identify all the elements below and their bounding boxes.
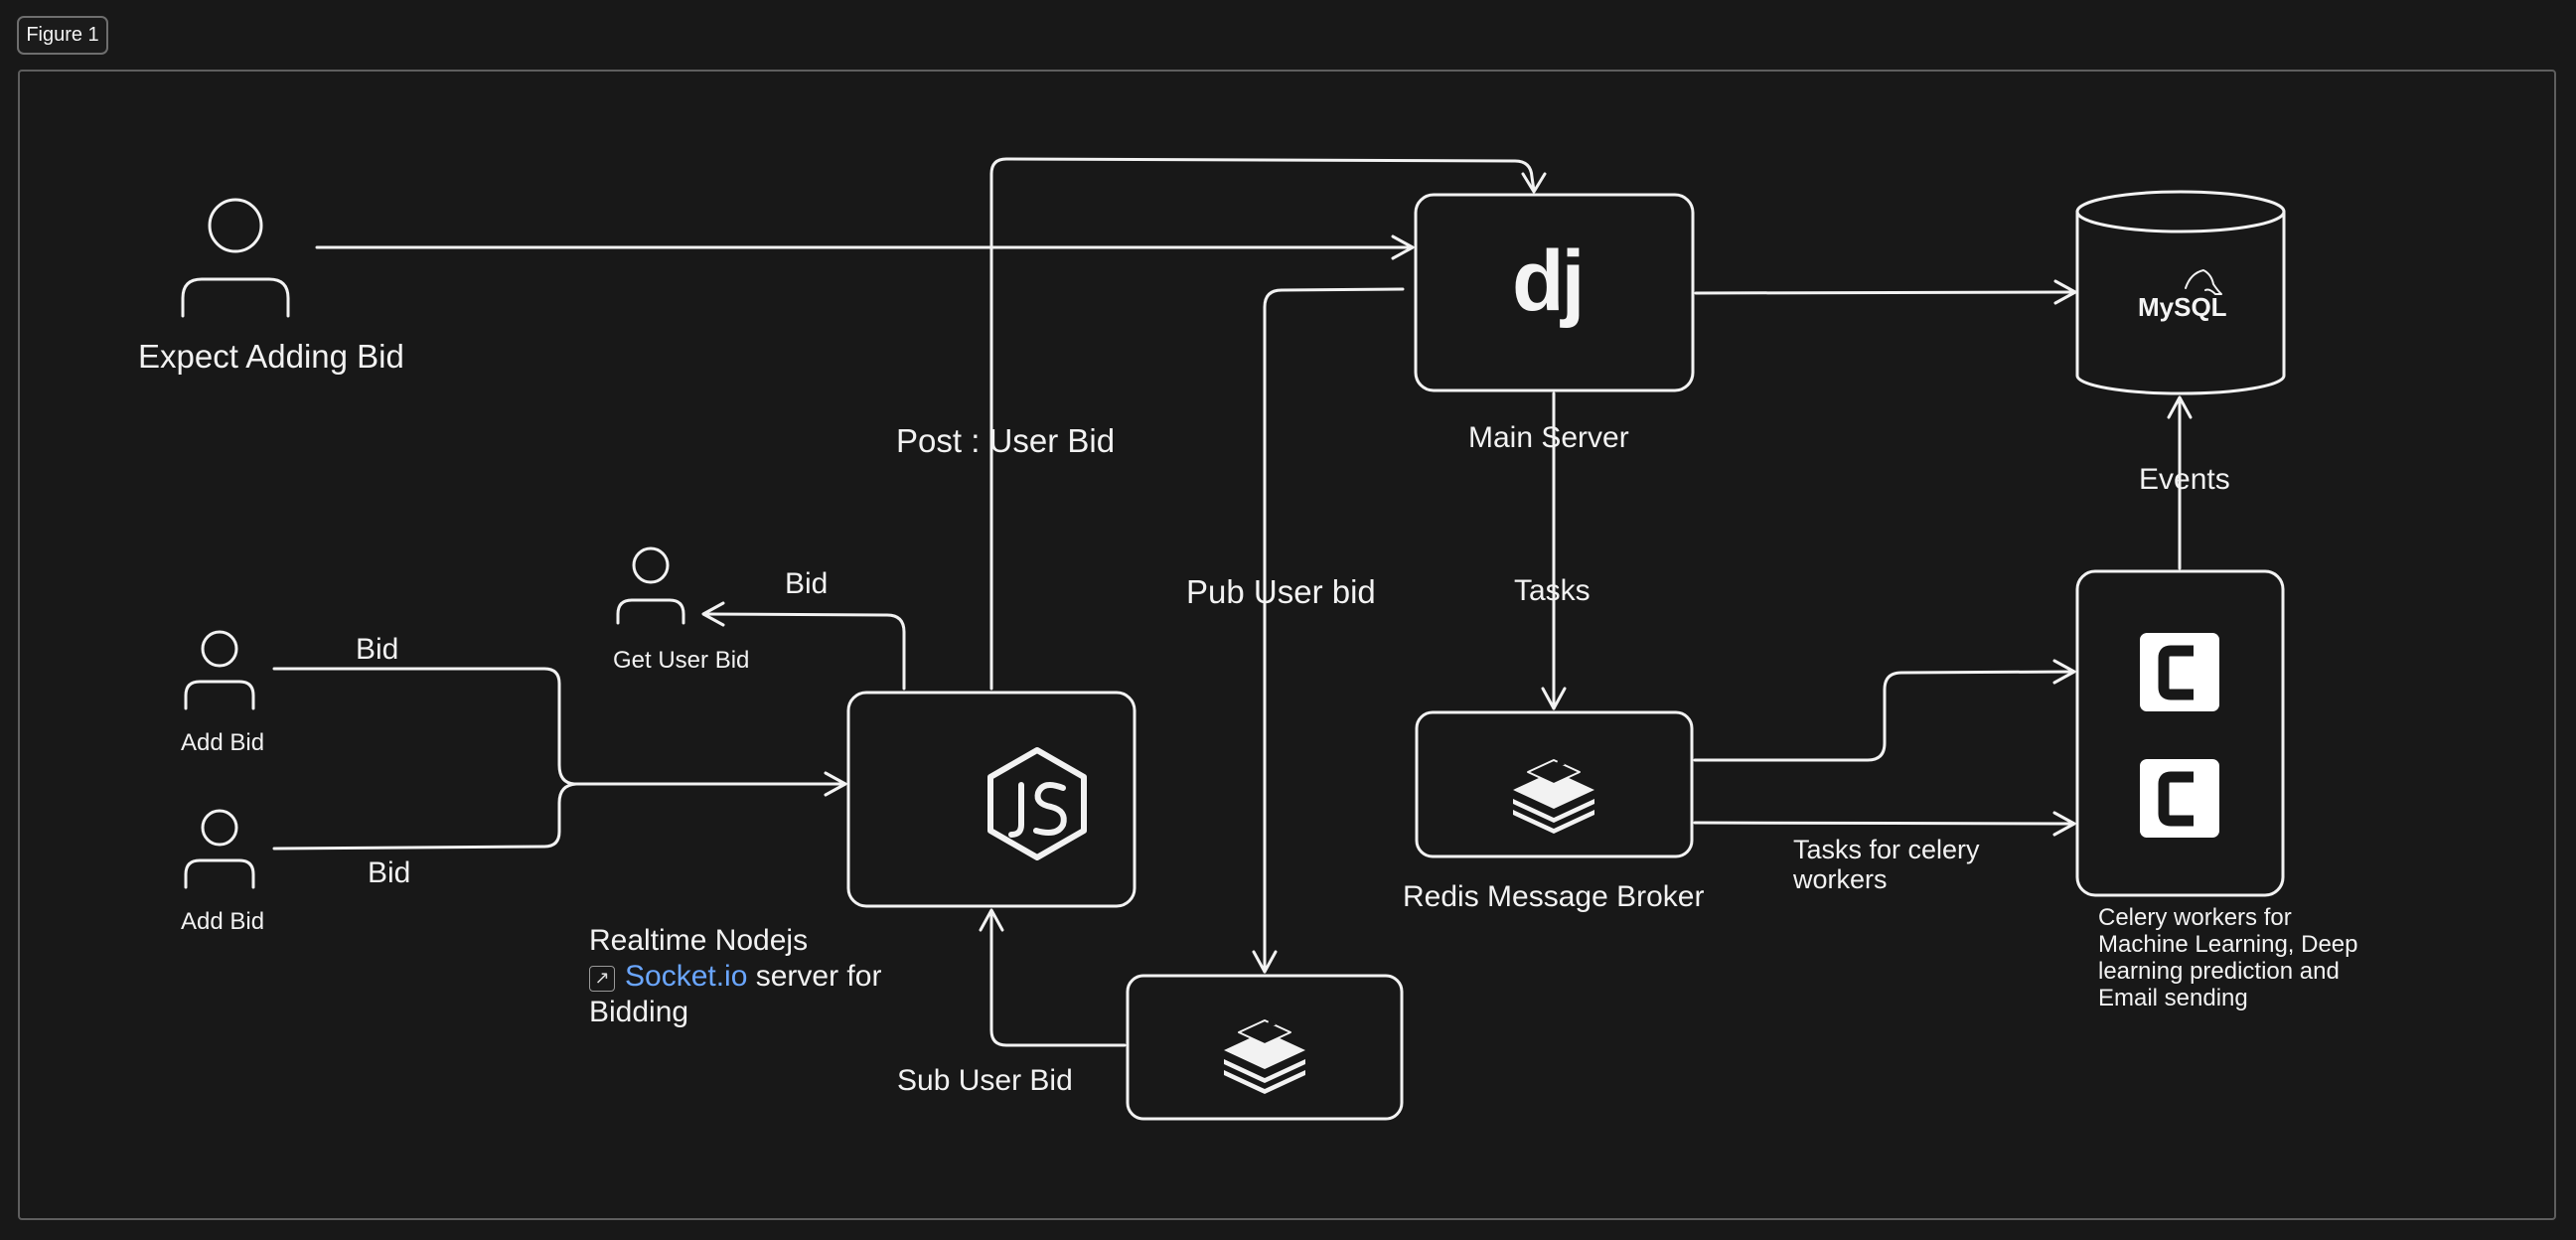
- socket-io-link[interactable]: Socket.io: [625, 960, 748, 993]
- redis-logo-icon: [1513, 757, 1594, 834]
- redis-broker-box: [1415, 710, 1694, 858]
- mysql-logo-icon: MySQL: [2138, 292, 2227, 322]
- nodejs-logo-icon: [987, 747, 1087, 860]
- arrow-post-user-bid: [989, 157, 1547, 691]
- arrow-django-to-mysql: [1694, 279, 2077, 305]
- label-redis-message-broker: Redis Message Broker: [1403, 880, 1705, 913]
- label-server-for: server for: [747, 960, 882, 993]
- label-events: Events: [2139, 463, 2230, 496]
- label-celery-desc-1: Celery workers for: [2098, 904, 2292, 931]
- arrow-pub-user-bid: [1252, 287, 1405, 974]
- user-icon: [184, 630, 255, 710]
- label-post-user-bid: Post : User Bid: [896, 422, 1116, 459]
- arrow-broker-to-celery-top: [1693, 659, 2076, 762]
- external-link-icon[interactable]: ↗: [589, 966, 615, 992]
- django-box: [1414, 193, 1695, 392]
- arrow-broker-to-celery-bottom: [1693, 811, 2076, 837]
- label-main-server: Main Server: [1468, 421, 1629, 454]
- label-tasks-for-celery: Tasks for celery: [1793, 835, 1980, 864]
- mysql-database: [2075, 190, 2286, 395]
- label-pub-user-bid: Pub User bid: [1186, 573, 1376, 610]
- arrow-get-user-bid: [701, 601, 906, 691]
- arrow-sub-user-bid: [979, 908, 1127, 1047]
- label-celery-desc-4: Email sending: [2098, 985, 2248, 1011]
- diagram-frame: [18, 70, 2556, 1220]
- user-icon: [184, 809, 255, 889]
- label-tasks: Tasks: [1514, 574, 1591, 607]
- label-realtime-nodejs: Realtime Nodejs: [589, 924, 809, 957]
- label-sub-user-bid: Sub User Bid: [897, 1064, 1073, 1097]
- user-icon: [616, 546, 685, 625]
- frame-label[interactable]: Figure 1: [17, 16, 108, 55]
- celery-box: [2075, 569, 2285, 897]
- redis-logo-icon: [1224, 1017, 1305, 1094]
- django-logo-icon: dj: [1512, 233, 1585, 329]
- celery-logo-icon: [2140, 633, 2219, 711]
- arrow-add-bid-bottom: [272, 771, 847, 851]
- label-add-bid-bottom: Add Bid: [181, 908, 265, 935]
- label-celery-desc-3: learning prediction and: [2098, 958, 2340, 985]
- label-bid-bottom: Bid: [368, 856, 411, 889]
- user-icon: [181, 198, 290, 318]
- label-get-user-bid: Get User Bid: [613, 647, 750, 674]
- label-expect-adding-bid: Expect Adding Bid: [138, 338, 404, 375]
- redis-sub-box: [1126, 974, 1404, 1121]
- label-add-bid-top: Add Bid: [181, 729, 265, 756]
- mysql-dolphin-icon: [2185, 269, 2222, 295]
- label-realtime-line2: ↗ Socket.io server for: [589, 960, 881, 994]
- label-celery-desc-2: Machine Learning, Deep: [2098, 931, 2358, 958]
- label-bid-top: Bid: [356, 633, 399, 666]
- nodejs-box: [846, 691, 1136, 908]
- celery-logo-icon: [2140, 759, 2219, 838]
- label-bidding: Bidding: [589, 996, 689, 1028]
- label-workers: workers: [1793, 864, 1888, 894]
- arrow-expect-to-django: [315, 234, 1415, 260]
- arrow-tasks: [1541, 391, 1567, 710]
- arrow-add-bid-top: [272, 667, 846, 786]
- arrow-events: [2167, 395, 2193, 570]
- label-bid-get: Bid: [785, 567, 829, 600]
